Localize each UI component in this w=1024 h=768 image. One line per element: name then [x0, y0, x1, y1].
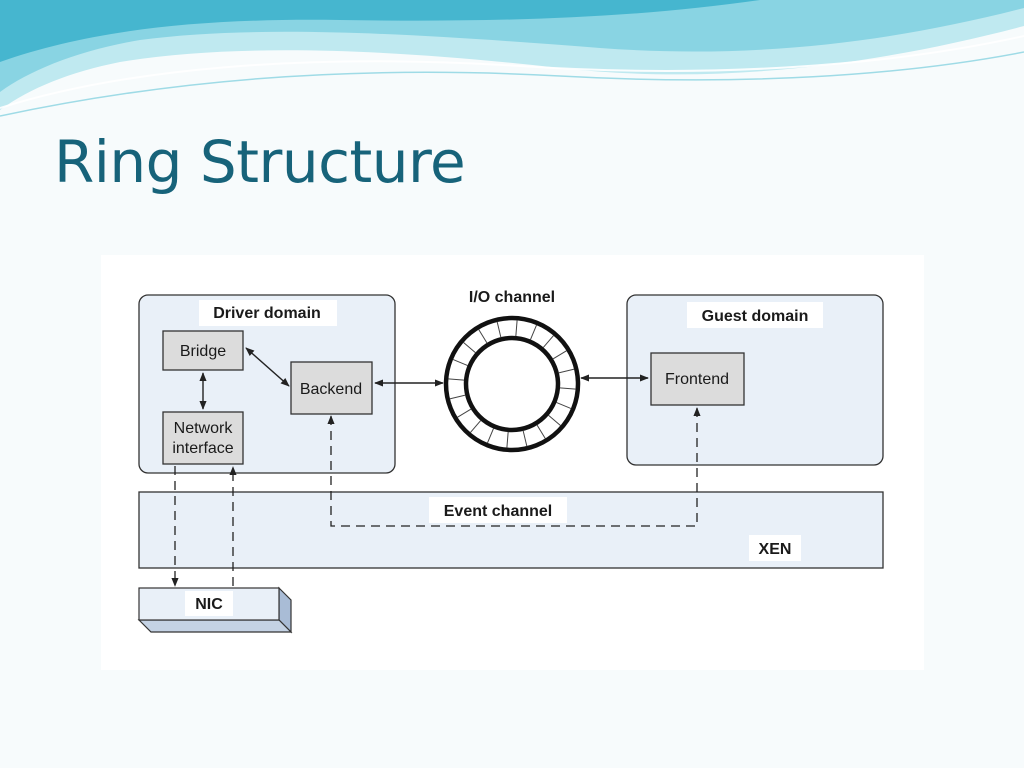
ring-slot-divider	[515, 320, 518, 337]
ring-slot-divider	[486, 428, 495, 444]
network-interface-label-line1: Network	[174, 420, 234, 437]
ring-slot-divider	[559, 387, 576, 390]
guest-domain-label: Guest domain	[702, 308, 809, 325]
ring-structure-diagram: Event channel XEN Driver domain Guest do…	[137, 289, 884, 634]
ring-slot-divider	[522, 430, 528, 447]
ring-slot-divider	[542, 335, 555, 348]
bridge-box	[162, 330, 244, 371]
io-channel-label: I/O channel	[469, 289, 555, 306]
ring-slot-divider	[552, 350, 567, 360]
backend-box	[290, 361, 373, 415]
driver-domain-label: Driver domain	[213, 305, 321, 322]
bridge-label: Bridge	[180, 343, 226, 360]
header-wave-decoration	[0, 0, 1024, 117]
network-interface-label-line2: interface	[172, 440, 233, 457]
ring-slot-divider	[558, 368, 575, 374]
slide-title: Ring Structure	[54, 128, 466, 196]
ring-slot-divider	[448, 378, 465, 381]
ring-slot-divider	[478, 329, 488, 344]
frontend-label: Frontend	[665, 371, 729, 388]
ring-slot-divider	[496, 321, 502, 338]
frontend-box	[650, 352, 745, 406]
ring-slot-divider	[506, 431, 509, 448]
backend-label: Backend	[300, 381, 362, 398]
io-channel-ring	[443, 315, 581, 453]
network-interface-box	[162, 411, 244, 465]
xen-label: XEN	[759, 541, 792, 558]
ring-slot-divider	[536, 424, 546, 439]
nic-label: NIC	[195, 596, 223, 613]
bridge-backend-arrow	[245, 347, 290, 387]
event-channel-label: Event channel	[444, 503, 552, 520]
diagram-panel: Event channel XEN Driver domain Guest do…	[101, 255, 924, 670]
ring-slot-divider	[529, 324, 538, 340]
ring-slot-divider	[449, 394, 466, 400]
ring-slot-divider	[463, 341, 476, 354]
ring-slot-divider	[452, 358, 468, 367]
event-channel-path	[327, 407, 701, 527]
